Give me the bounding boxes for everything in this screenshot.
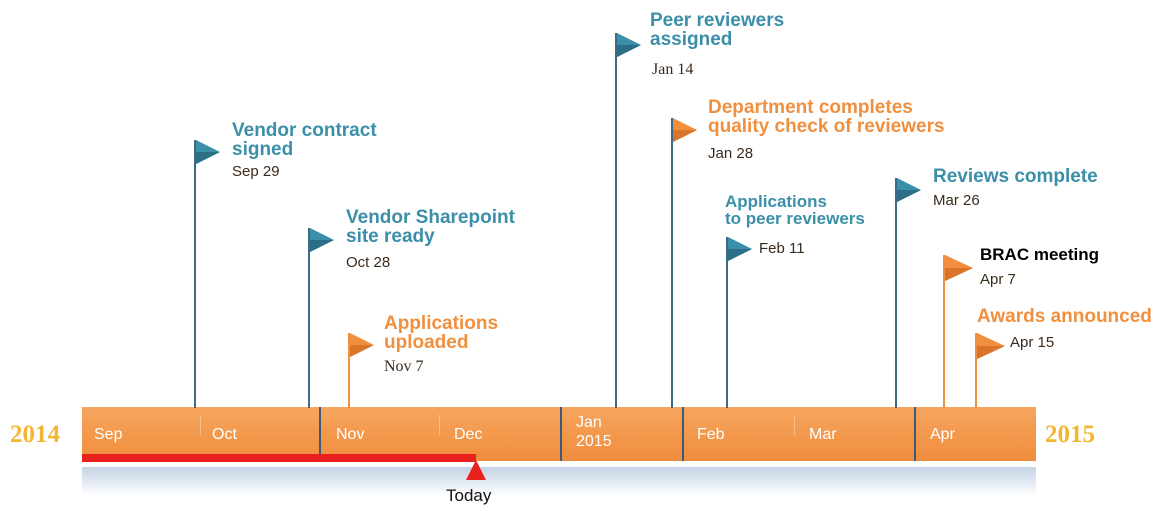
- month-label: Nov: [336, 426, 365, 443]
- flag-icon: [350, 333, 374, 357]
- milestone-date: Jan 14: [652, 61, 694, 78]
- flag-icon: [728, 237, 752, 261]
- month-label: Mar: [809, 426, 837, 443]
- milestone-title: Awards announced: [977, 306, 1152, 327]
- today-marker-icon: [466, 460, 486, 485]
- milestone-pole: [308, 228, 310, 408]
- milestone-title: BRAC meeting: [980, 245, 1100, 264]
- month-divider: [439, 415, 440, 435]
- milestone-title: Vendor contract signed: [232, 120, 377, 160]
- milestone-title: Peer reviewers assigned: [650, 10, 785, 50]
- timeline-shadow: [82, 467, 1036, 495]
- milestone-pole: [895, 178, 897, 408]
- milestone-pole: [726, 237, 728, 408]
- month-label: Jan 2015: [576, 414, 612, 450]
- milestone-date: Oct 28: [346, 254, 391, 271]
- flag-icon: [977, 333, 1005, 359]
- milestone-date: Jan 28: [708, 145, 754, 162]
- milestone-date: Apr 7: [980, 271, 1016, 288]
- month-label: Apr: [930, 426, 955, 443]
- milestone-title: Department completes quality check of re…: [708, 97, 945, 137]
- milestone-pole: [615, 33, 617, 408]
- milestone-date: Nov 7: [384, 358, 424, 375]
- milestone-pole: [194, 140, 196, 408]
- milestone-date: Feb 11: [759, 240, 805, 257]
- milestone-date: Mar 26: [933, 192, 980, 209]
- month-label: Feb: [697, 426, 725, 443]
- month-divider: [794, 415, 795, 435]
- progress-bar: [82, 454, 476, 462]
- quarter-divider: [914, 407, 916, 461]
- milestone-title: Applications uploaded: [384, 313, 499, 353]
- milestone-date: Sep 29: [232, 163, 280, 180]
- milestone-title: Applications to peer reviewers: [725, 192, 865, 228]
- milestone-pole: [671, 118, 673, 408]
- quarter-divider: [560, 407, 562, 461]
- month-label: Sep: [94, 426, 123, 443]
- quarter-divider: [682, 407, 684, 461]
- flag-icon: [945, 255, 973, 281]
- year-start-label: 2014: [10, 421, 60, 448]
- milestone-pole: [348, 333, 350, 408]
- flag-icon: [196, 140, 220, 164]
- milestone-title: Reviews complete: [933, 166, 1098, 187]
- flag-icon: [673, 118, 697, 142]
- milestone-pole: [975, 333, 977, 408]
- month-label: Dec: [454, 426, 483, 443]
- milestone-pole: [943, 255, 945, 408]
- flag-icon: [897, 178, 921, 202]
- flag-icon: [617, 33, 641, 57]
- flag-icon: [310, 228, 334, 252]
- quarter-divider: [319, 407, 321, 461]
- milestone-date: Apr 15: [1010, 334, 1055, 351]
- month-divider: [200, 415, 201, 435]
- month-label: Oct: [212, 426, 237, 443]
- year-end-label: 2015: [1045, 421, 1095, 448]
- timeline-bar: Sep Oct Nov Dec Jan 2015 Feb Mar Apr: [82, 407, 1036, 461]
- milestone-title: Vendor Sharepoint site ready: [346, 207, 515, 247]
- today-label: Today: [446, 486, 492, 505]
